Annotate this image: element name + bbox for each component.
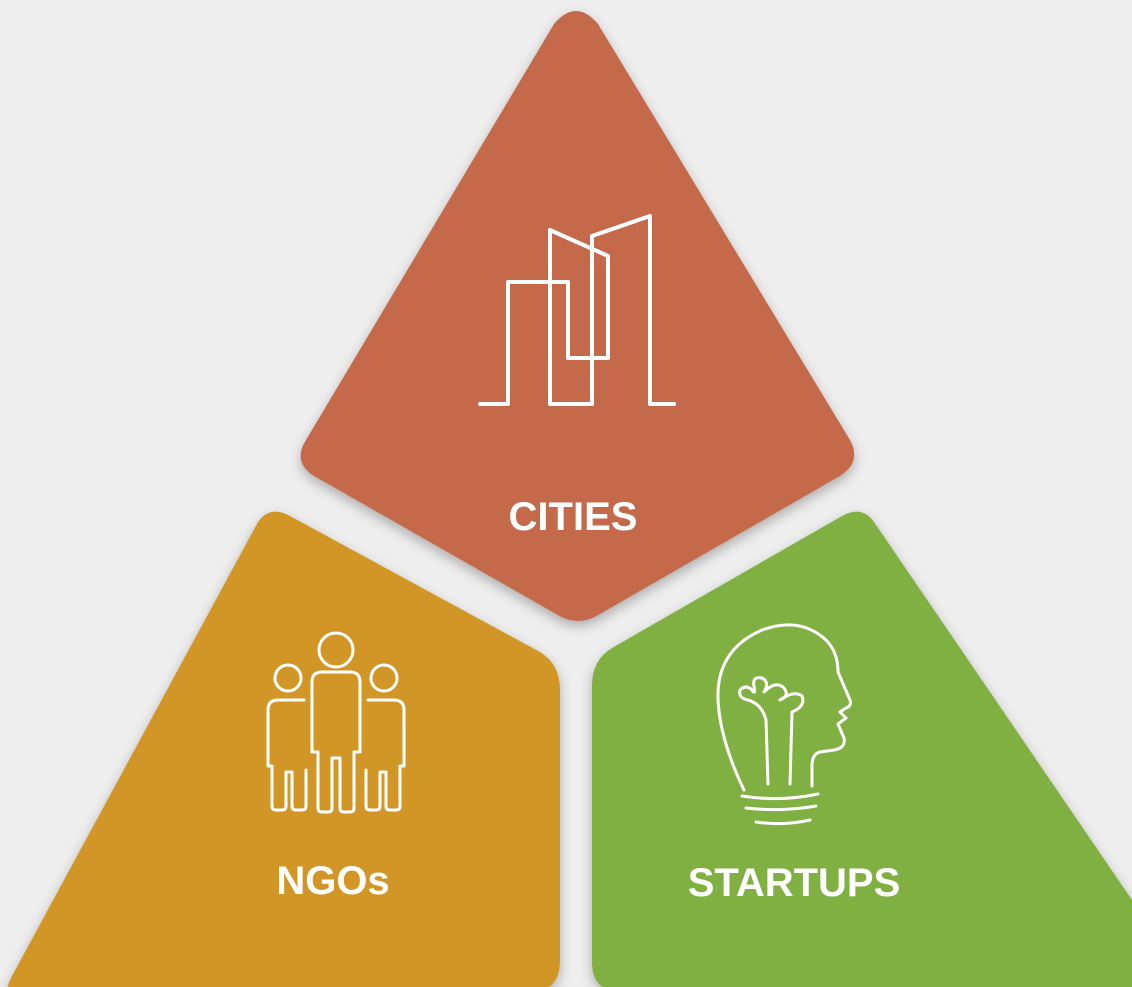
ngos-label: NGOs (276, 859, 389, 903)
lightbulb-head-icon (716, 623, 852, 826)
cities-segment: CITIES (300, 11, 855, 621)
startups-segment: STARTUPS (592, 511, 1132, 987)
ngos-shape (7, 511, 560, 987)
city-buildings-icon (478, 214, 676, 406)
people-group-icon (266, 631, 406, 814)
ngos-segment: NGOs (7, 511, 560, 987)
startups-shape (592, 511, 1132, 987)
cities-shape (300, 11, 855, 621)
startups-label: STARTUPS (688, 861, 901, 905)
cities-label: CITIES (509, 495, 638, 539)
